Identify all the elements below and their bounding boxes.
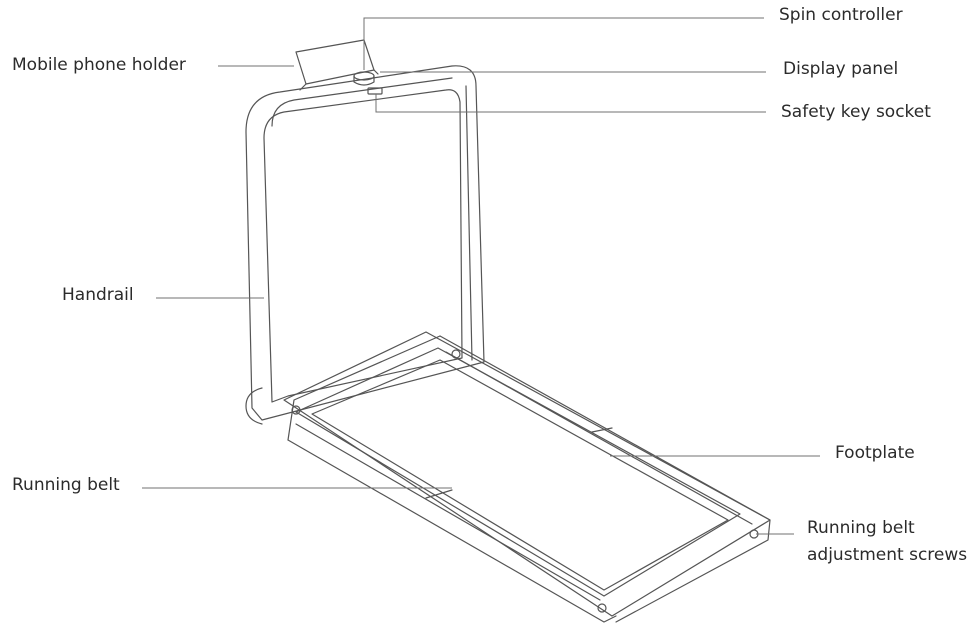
phone-holder	[295, 39, 375, 85]
handrail-inner	[263, 89, 463, 403]
running-belt-surface	[311, 359, 729, 591]
leader-spin-controller	[363, 17, 764, 70]
label-adjustment-screws-line1: Running belt	[807, 518, 915, 538]
deck-frame	[283, 331, 771, 617]
adjustment-screw-left	[597, 603, 607, 613]
label-safety-key-socket: Safety key socket	[781, 102, 931, 122]
label-display-panel: Display panel	[783, 59, 899, 79]
label-adjustment-screws-line2: adjustment screws	[807, 545, 968, 565]
label-mobile-phone-holder: Mobile phone holder	[12, 55, 186, 75]
label-spin-controller: Spin controller	[779, 5, 903, 25]
label-handrail: Handrail	[62, 285, 134, 305]
safety-key-socket	[367, 87, 383, 95]
leader-safety-key-socket	[375, 94, 766, 113]
label-adjustment-screws: Running belt adjustment screws	[807, 515, 967, 569]
label-running-belt: Running belt	[12, 475, 120, 495]
label-footplate: Footplate	[835, 443, 915, 463]
handrail-outer	[245, 65, 485, 421]
